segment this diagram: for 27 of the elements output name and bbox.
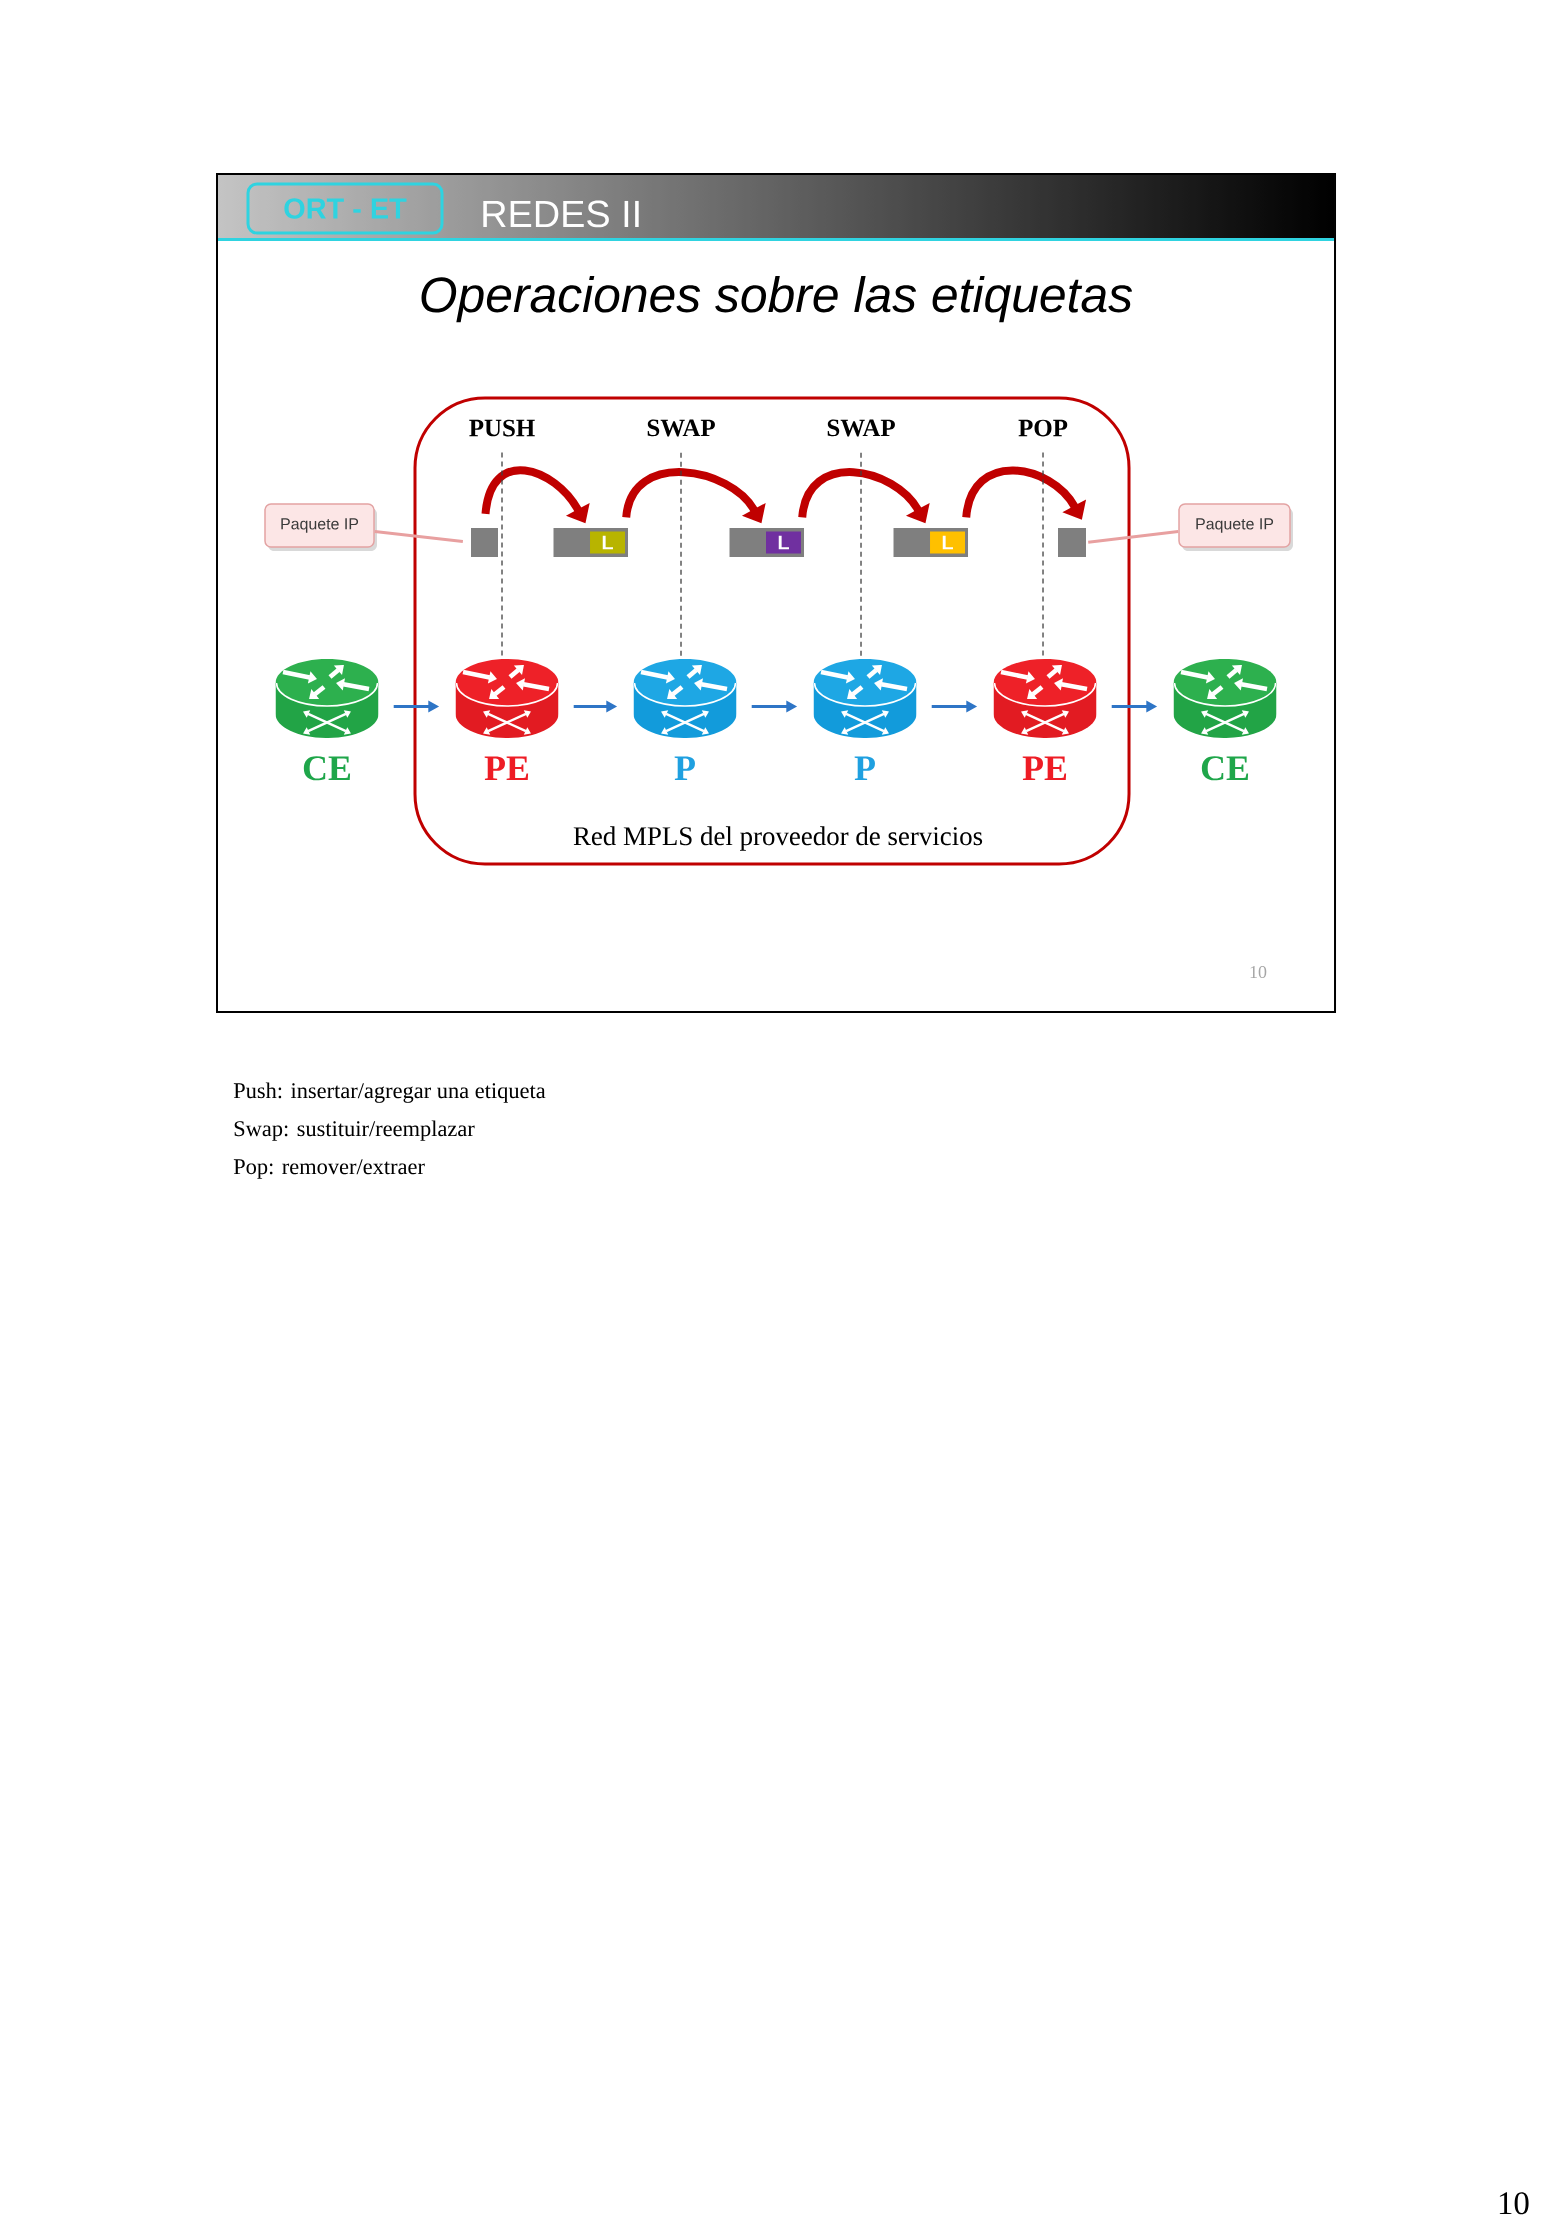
- operation-label: PUSH: [469, 419, 535, 437]
- callout-box: Paquete IP: [264, 503, 377, 551]
- note-text: Push: insertar/agregar una etiqueta: [233, 1082, 546, 1103]
- callout-box: Paquete IP: [1178, 503, 1293, 551]
- course-title: REDES II: [483, 200, 639, 228]
- operation-label: SWAP: [827, 419, 895, 437]
- boundary-caption: Red MPLS del proveedor de servicios: [573, 826, 983, 851]
- note-text: Swap: sustituir/reemplazar: [234, 1120, 475, 1141]
- curved-arrow: [962, 466, 1087, 520]
- labeled-packet: L: [729, 528, 804, 557]
- operation-label: POP: [1018, 419, 1068, 437]
- packet: [1058, 528, 1086, 557]
- operation-label: SWAP: [647, 419, 715, 437]
- labeled-packet: L: [893, 528, 968, 557]
- page-number: 10: [1499, 2192, 1529, 2215]
- router-label: P: [854, 756, 875, 780]
- router-label: P: [674, 756, 695, 780]
- slide-number: 10: [1250, 965, 1267, 979]
- slide-title: Operaciones sobre las etiquetas: [421, 275, 1133, 323]
- note-text: Pop: remover/extraer: [233, 1159, 425, 1179]
- router-label: PE: [484, 756, 529, 780]
- router-label: CE: [303, 756, 351, 781]
- header-badge: ORT - ET: [246, 182, 444, 235]
- router-label: CE: [1201, 756, 1249, 781]
- labeled-packet: L: [553, 528, 628, 557]
- router-label: PE: [1022, 756, 1067, 780]
- packet: [471, 528, 498, 557]
